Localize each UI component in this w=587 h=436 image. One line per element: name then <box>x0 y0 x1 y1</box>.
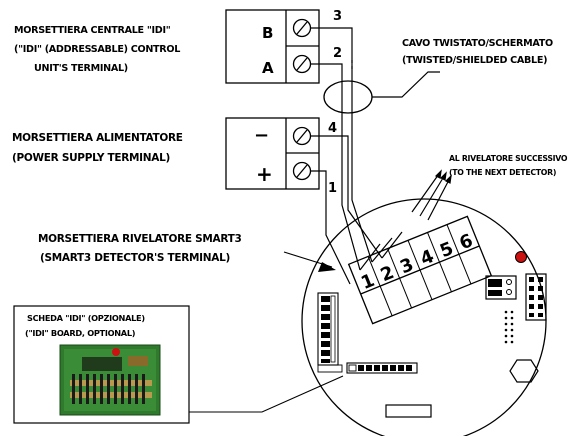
detector-terminal-6: 6 <box>456 230 475 254</box>
power-supply-label-it: MORSETTIERA ALIMENTATORE <box>12 132 183 144</box>
next-detector-arrows <box>411 169 452 221</box>
twisted-cable-marker <box>323 71 440 114</box>
detector-terminal-pointer <box>283 251 336 272</box>
idi-board-photo <box>59 344 161 416</box>
idi-board-label-it: SCHEDA "IDI" (OPZIONALE) <box>27 313 145 323</box>
screw-icon <box>292 18 312 38</box>
wire-4 <box>310 135 383 259</box>
screw-icon <box>292 161 312 181</box>
power-supply-terminal-block: − + <box>225 117 320 190</box>
pin-column <box>504 310 514 344</box>
next-detector-label-it: AL RIVELATORE SUCCESSIVO <box>449 154 568 163</box>
detector-terminal-strip: 1 2 3 4 5 6 <box>347 215 493 325</box>
wire-2 <box>310 63 361 271</box>
screw-icon <box>292 126 312 146</box>
wire-3 <box>310 27 373 263</box>
cable-label-it: CAVO TWISTATO/SCHERMATO <box>402 38 553 49</box>
terminal-b-label: B <box>262 24 273 42</box>
wire-number-3: 3 <box>333 9 342 24</box>
wire-number-4: 4 <box>328 121 337 136</box>
detector-terminal-label-it: MORSETTIERA RIVELATORE SMART3 <box>38 233 242 245</box>
dip-switch <box>317 292 339 366</box>
base-slot <box>385 404 432 418</box>
wires <box>310 27 403 285</box>
idi-board-inset: SCHEDA "IDI" (OPZIONALE) ("IDI" BOARD, O… <box>13 305 190 424</box>
terminal-plus-label: + <box>256 162 273 186</box>
control-unit-label-en-2: UNIT'S TERMINAL) <box>34 63 128 74</box>
cable-label-en: (TWISTED/SHIELDED CABLE) <box>402 55 547 66</box>
power-supply-label-en: (POWER SUPPLY TERMINAL) <box>12 152 170 164</box>
idi-board-connector <box>317 362 418 374</box>
control-unit-label-en-1: ("IDI" (ADDRESSABLE) CONTROL <box>14 44 180 55</box>
detector-terminal-label-en: (SMART3 DETECTOR'S TERMINAL) <box>40 252 230 264</box>
idi-board-label-en: ("IDI" BOARD, OPTIONAL) <box>25 328 136 338</box>
control-unit-terminal-block: B A <box>225 9 320 84</box>
wire-number-1: 1 <box>328 181 337 196</box>
next-detector-label-en: (TO THE NEXT DETECTOR) <box>449 168 556 177</box>
control-unit-label-it: MORSETTIERA CENTRALE "IDI" <box>14 25 171 36</box>
hex-nut-icon <box>509 359 539 383</box>
wire-1 <box>310 170 351 285</box>
jumper-block <box>485 273 547 321</box>
led-indicator <box>515 251 527 263</box>
terminal-minus-label: − <box>254 125 269 146</box>
terminal-a-label: A <box>262 59 274 77</box>
screw-icon <box>292 54 312 74</box>
idi-board-leader <box>189 375 344 413</box>
wire-number-2: 2 <box>333 46 342 61</box>
smart3-detector-base: 1 2 3 4 5 6 <box>301 198 547 436</box>
detector-terminal-3: 3 <box>397 254 416 278</box>
